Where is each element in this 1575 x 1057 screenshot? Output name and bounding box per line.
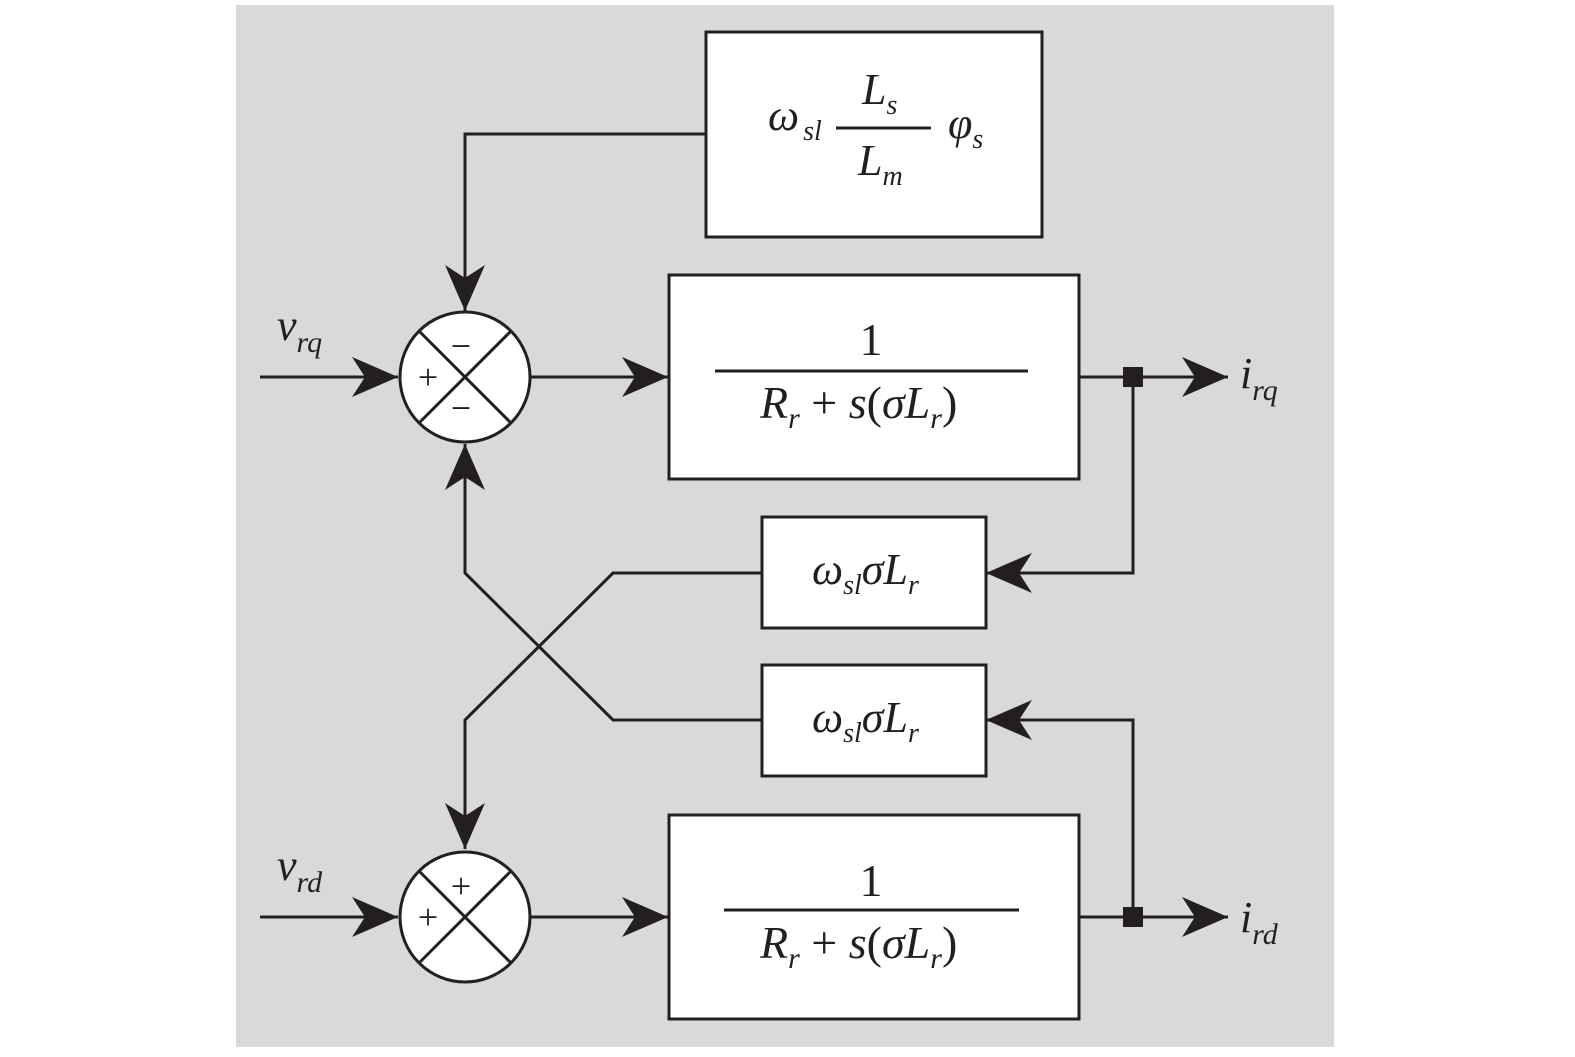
svg-text:ωsl: ωsl: [768, 91, 822, 147]
sum-q-sign-top: −: [451, 326, 471, 366]
sum-q-sign-left: +: [418, 357, 438, 397]
svg-text:Lm: Lm: [857, 136, 903, 192]
summing-junction-d: + +: [398, 850, 532, 984]
sum-d-sign-top: +: [451, 866, 471, 906]
label-input-vrq: vrq: [277, 301, 322, 359]
block-cross-coupling-lower: [760, 663, 988, 778]
wire-ird-feedback: [986, 700, 1135, 917]
sum-q-sign-bottom: −: [451, 388, 471, 428]
cross-upper-expression: ωslσLr: [812, 545, 919, 601]
svg-text:Ls: Ls: [861, 65, 897, 121]
q-tf-numerator: 1: [860, 314, 883, 365]
svg-text:Rr + s(σLr): Rr + s(σLr): [759, 377, 957, 435]
d-transfer-function-expression: 1 Rr + s(σLr): [724, 855, 1019, 975]
svg-text:φs: φs: [948, 99, 983, 155]
label-output-irq: irq: [1240, 349, 1278, 407]
sum-d-sign-left: +: [418, 897, 438, 937]
label-input-vrd: vrd: [277, 841, 323, 899]
branch-point-ird: [1123, 907, 1143, 927]
wire-cross-to-q-sum: [445, 444, 762, 722]
d-tf-numerator: 1: [860, 855, 883, 906]
block-cross-coupling-upper: [760, 515, 988, 630]
block-d-transfer-function: [667, 813, 1081, 1021]
cross-lower-expression: ωslσLr: [812, 693, 919, 749]
branch-point-irq: [1123, 367, 1143, 387]
wire-slip-feedforward: [445, 132, 706, 311]
block-q-transfer-function: [667, 273, 1081, 481]
summing-junction-q: + − −: [398, 310, 532, 444]
label-output-ird: ird: [1240, 893, 1279, 951]
block-slip-term: [704, 30, 1044, 239]
q-transfer-function-expression: 1 Rr + s(σLr): [715, 314, 1028, 435]
wire-irq-feedback: [986, 377, 1135, 593]
svg-text:Rr + s(σLr): Rr + s(σLr): [759, 917, 957, 975]
